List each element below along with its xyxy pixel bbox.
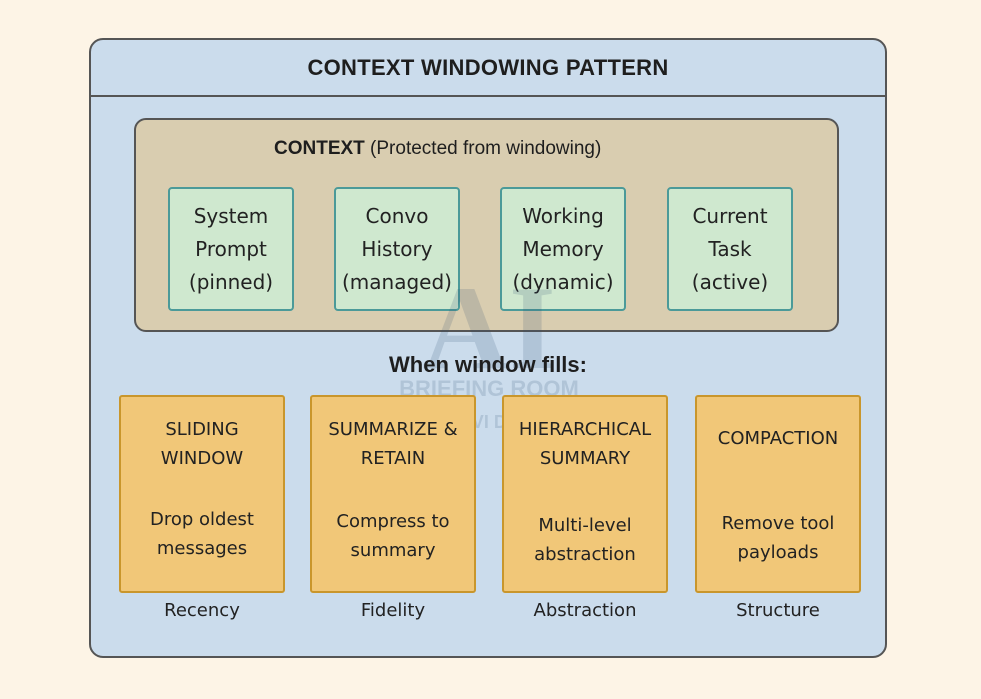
strategy-label-structure: Structure <box>736 600 820 621</box>
strategy-card-compaction: COMPACTION Remove tool payloads <box>695 395 861 593</box>
diagram-frame: CONTEXT WINDOWING PATTERN CONTEXT (Prote… <box>89 38 887 658</box>
context-box: CONTEXT (Protected from windowing) Syste… <box>134 118 839 332</box>
diagram-header: CONTEXT WINDOWING PATTERN <box>91 40 885 97</box>
fills-heading: When window fills: <box>389 352 587 377</box>
context-card-line: (active) <box>691 269 769 294</box>
context-card-line: System <box>193 203 269 228</box>
strategy-label-recency: Recency <box>164 600 240 621</box>
strategy-description: Multi-level abstraction <box>534 515 636 565</box>
context-card-line: Task <box>708 236 752 261</box>
context-card-line: Convo <box>365 203 429 228</box>
context-card-line: (managed) <box>342 269 452 294</box>
strategy-name: SLIDING WINDOW <box>160 419 244 469</box>
strategy-card-summarize-retain: SUMMARIZE & RETAIN Compress to summary <box>310 395 476 593</box>
context-card-convo-history: Convo History (managed) <box>334 187 460 311</box>
strategy-description: Drop oldest messages <box>150 509 254 559</box>
strategy-label-abstraction: Abstraction <box>533 600 637 621</box>
context-card-line: Memory <box>522 236 604 261</box>
context-card-line: (pinned) <box>188 269 274 294</box>
strategy-label-fidelity: Fidelity <box>360 600 426 621</box>
strategy-card-hierarchical-summary: HIERARCHICAL SUMMARY Multi-level abstrac… <box>502 395 668 593</box>
context-card-line: Current <box>692 203 768 228</box>
context-card-working-memory: Working Memory (dynamic) <box>500 187 626 311</box>
context-card-system-prompt: System Prompt (pinned) <box>168 187 294 311</box>
context-heading: CONTEXT (Protected from windowing) <box>274 138 601 160</box>
context-card-line: Prompt <box>195 236 267 261</box>
strategy-name: HIERARCHICAL SUMMARY <box>518 419 652 469</box>
strategy-card-sliding-window: SLIDING WINDOW Drop oldest messages <box>119 395 285 593</box>
context-card-line: Working <box>522 203 604 228</box>
strategy-description: Compress to summary <box>336 511 450 561</box>
strategy-name: SUMMARIZE & RETAIN <box>328 419 458 469</box>
context-heading-bold: CONTEXT <box>274 138 365 159</box>
context-heading-rest: (Protected from windowing) <box>364 138 602 159</box>
strategy-name: COMPACTION <box>717 428 839 449</box>
strategy-description: Remove tool payloads <box>721 513 835 563</box>
context-card-line: (dynamic) <box>512 269 614 294</box>
context-card-line: History <box>361 236 433 261</box>
context-card-current-task: Current Task (active) <box>667 187 793 311</box>
diagram-title: CONTEXT WINDOWING PATTERN <box>307 54 669 80</box>
